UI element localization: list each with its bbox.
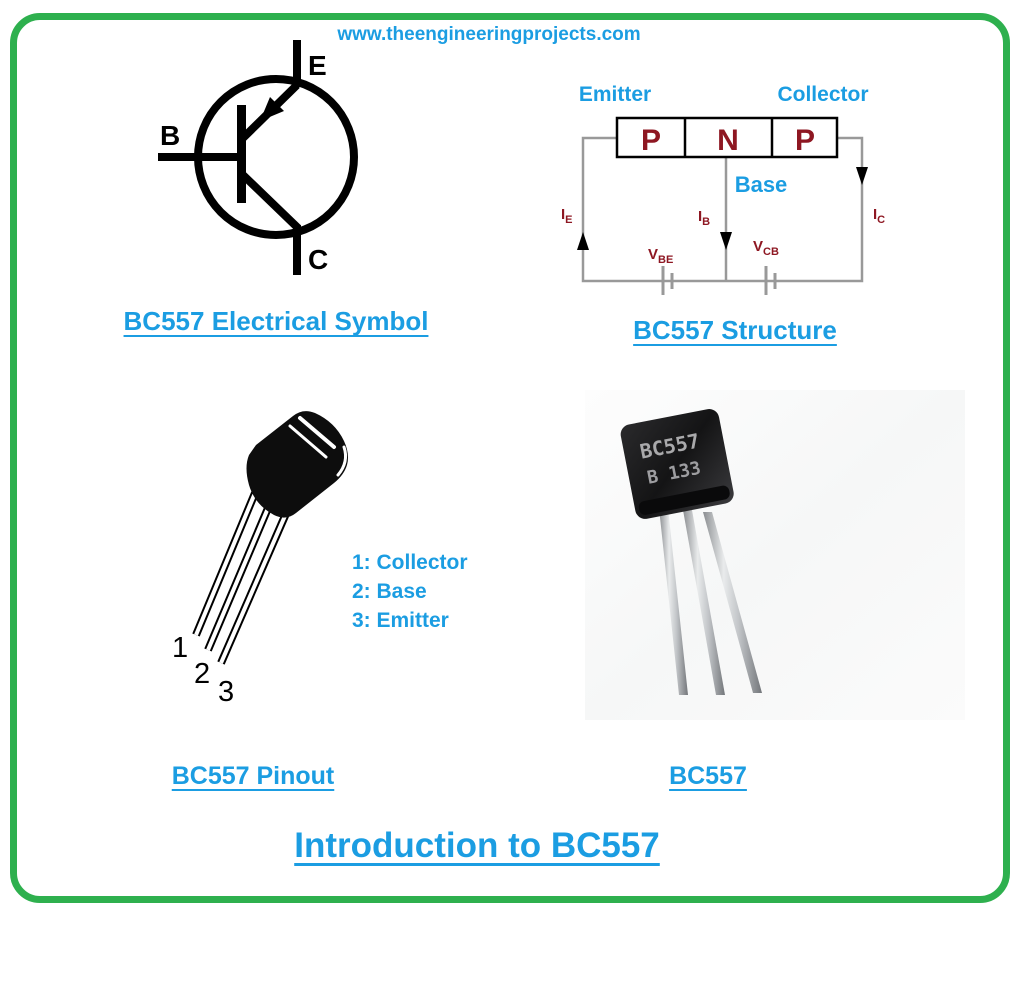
symbol-collector-label: C [308,244,328,275]
ie-arrow-icon [577,232,589,250]
pnp-transistor-symbol-icon: E B C [158,40,358,275]
current-ic-label: IC [873,206,885,226]
pin-label-collector: 1: Collector [352,551,468,574]
caption-structure[interactable]: BC557 Structure [633,315,837,345]
caption-pinout[interactable]: BC557 Pinout [171,762,335,790]
symbol-base-label: B [160,120,180,151]
photo-body: BC557 B 133 [620,409,734,519]
to92-pinout-illustration: 1 2 3 [172,411,348,705]
page-title: Introduction to BC557 [294,826,660,865]
photo-leg-1 [659,508,688,695]
caption-photo[interactable]: BC557 [669,762,747,790]
voltage-vcb-label: VCB [753,238,779,258]
pin-label-base: 2: Base [352,580,427,603]
to92-body [246,411,348,518]
pinout-legs [192,491,292,665]
site-url-link[interactable]: www.theengineeringprojects.com [337,24,641,45]
current-ib-label: IB [698,208,710,228]
ic-arrow-icon [856,167,868,185]
region-p-emitter: P [641,124,661,157]
region-n-base: N [717,124,739,157]
pin-label-list: 1: Collector 2: Base 3: Emitter [352,548,468,635]
caption-electrical-symbol[interactable]: BC557 Electrical Symbol [123,306,429,336]
pin-number-3: 3 [218,676,234,705]
pin-label-emitter: 3: Emitter [352,609,449,632]
pnp-structure-diagram: P N P Emitter Collector Base IE IB IC VB… [561,83,885,295]
pin-number-2: 2 [194,658,210,690]
current-ie-label: IE [561,206,573,226]
battery-vbe-icon [661,266,674,295]
structure-emitter-label: Emitter [579,83,651,106]
region-p-collector: P [795,124,815,157]
structure-base-label: Base [735,172,788,197]
bc557-photo: BC557 B 133 [585,390,965,720]
photo-leg-3 [703,512,762,693]
ib-arrow-icon [720,232,732,250]
symbol-emitter-label: E [308,50,327,81]
battery-vcb-icon [764,266,777,295]
pin-number-1: 1 [172,632,188,664]
photo-leg-2 [683,510,725,695]
circuit-wire [581,136,864,283]
emitter-arrow-icon [260,97,284,121]
voltage-vbe-label: VBE [648,246,673,266]
structure-collector-label: Collector [777,83,868,106]
